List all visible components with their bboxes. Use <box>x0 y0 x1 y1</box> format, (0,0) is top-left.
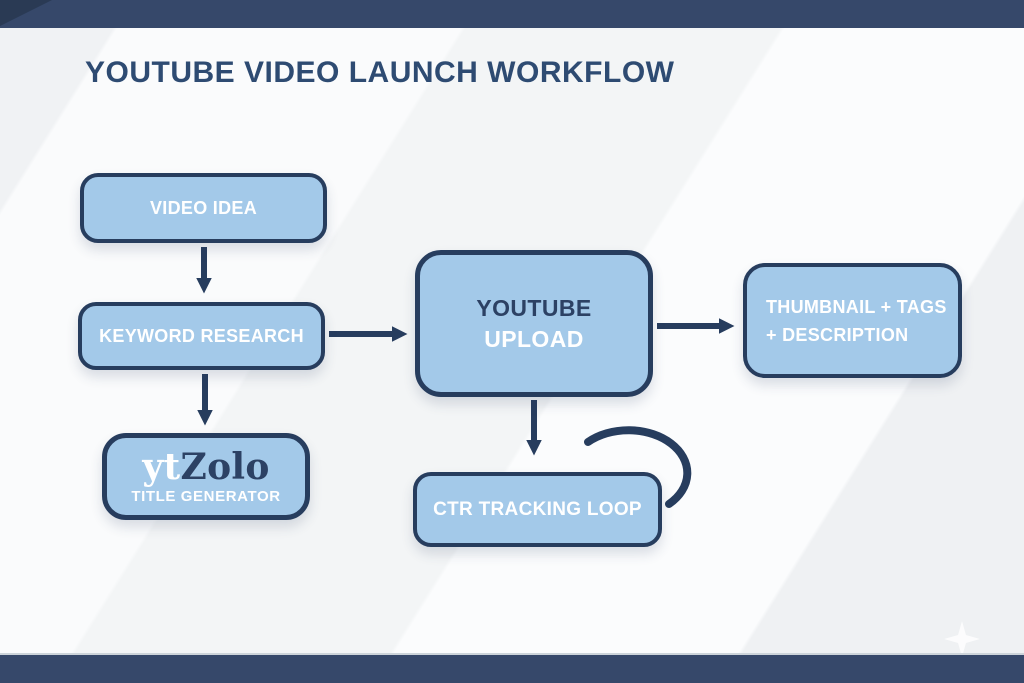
node-title-generator-label: TITLE GENERATOR <box>131 487 281 505</box>
top-bar <box>0 0 1024 28</box>
bottom-bar <box>0 653 1024 683</box>
node-keyword-research-label: KEYWORD RESEARCH <box>99 325 304 346</box>
node-video-idea-label: VIDEO IDEA <box>149 197 258 218</box>
node-youtube-upload-line1: YOUTUBE <box>476 294 592 321</box>
ytzolo-logo-zolo: Zolo <box>180 445 270 488</box>
node-thumbnail-tags-label: THUMBNAIL + TAGS + DESCRIPTION <box>766 293 947 349</box>
node-youtube-upload: YOUTUBE UPLOAD <box>415 250 653 397</box>
node-video-idea: VIDEO IDEA <box>80 173 327 243</box>
node-thumbnail-tags: THUMBNAIL + TAGS + DESCRIPTION <box>743 263 962 378</box>
corner-accent-shape <box>0 0 52 26</box>
node-keyword-research: KEYWORD RESEARCH <box>78 302 325 370</box>
ytzolo-logo: ytZolo <box>142 449 269 485</box>
node-thumbnail-line2: + DESCRIPTION <box>766 324 909 345</box>
ytzolo-logo-yt: yt <box>142 445 181 488</box>
node-thumbnail-line1: THUMBNAIL + TAGS <box>766 296 947 317</box>
page-title: YOUTUBE VIDEO LAUNCH WORKFLOW <box>85 56 675 89</box>
node-title-generator: ytZolo TITLE GENERATOR <box>102 433 310 520</box>
sparkle-icon <box>944 621 980 657</box>
node-ctr-tracking-loop: CTR TRACKING LOOP <box>413 472 662 547</box>
node-youtube-upload-line2: UPLOAD <box>484 325 584 352</box>
node-ctr-tracking-loop-label: CTR TRACKING LOOP <box>433 498 642 520</box>
